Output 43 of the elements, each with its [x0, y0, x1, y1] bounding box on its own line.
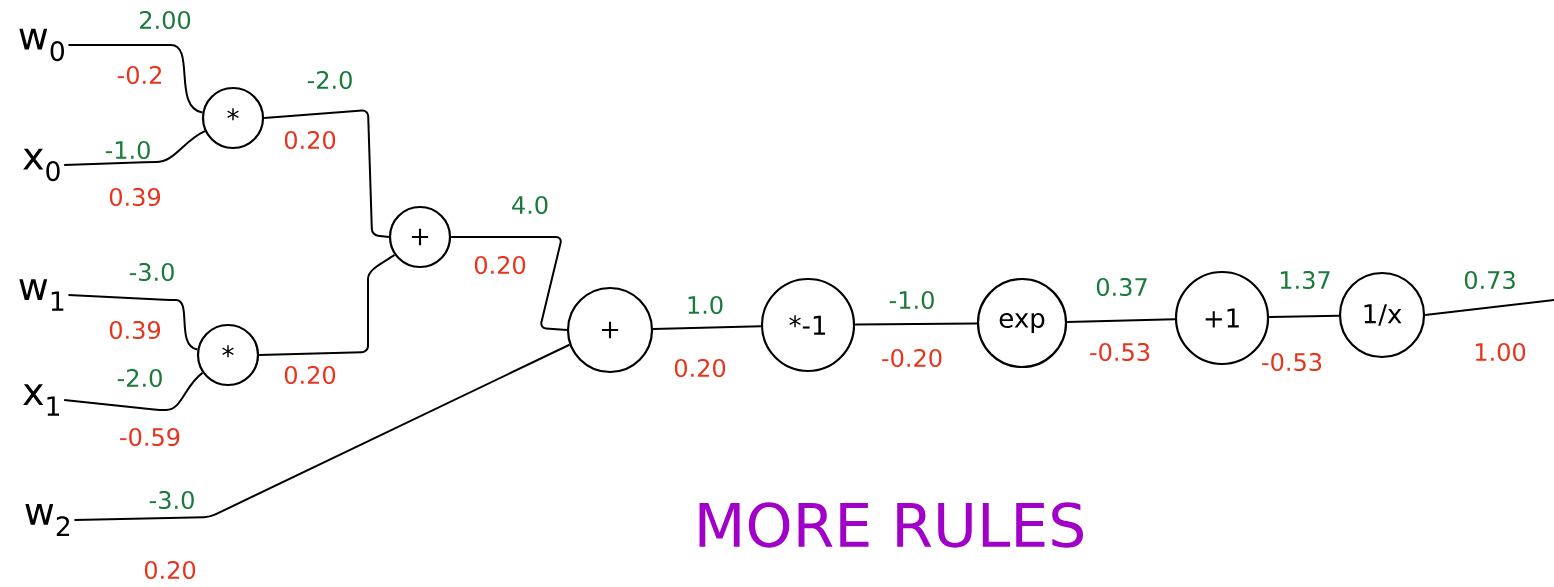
connector-line [67, 294, 199, 351]
value-label: 0.73 [1464, 270, 1515, 290]
gradient-label: -0.53 [1090, 342, 1150, 362]
gradient-label: 0.20 [284, 130, 336, 150]
value-label: -3.0 [149, 490, 194, 510]
value-label: 1.0 [688, 295, 723, 315]
connector-line [450, 236, 568, 331]
gradient-label: 0.39 [109, 320, 161, 340]
input-label: w$_{2}$ [25, 504, 70, 536]
connector-line [63, 130, 206, 166]
connector-line [1066, 318, 1176, 323]
gradient-label: 0.39 [109, 187, 161, 207]
connector-line [652, 325, 762, 330]
value-label: -2.0 [117, 368, 162, 388]
note-text: MORE RULES [699, 502, 1083, 548]
value-label: -2.0 [307, 70, 352, 90]
gradient-label: 1.00 [1475, 342, 1526, 362]
gradient-label: 0.20 [474, 255, 526, 275]
value-label: -1.0 [105, 140, 150, 160]
gradient-label: 0.20 [144, 560, 196, 580]
connector-line [854, 322, 978, 326]
gradient-label: -0.2 [117, 65, 161, 85]
value-label: 4.0 [512, 195, 548, 215]
connector-line [67, 44, 204, 114]
gradient-label: -0.20 [882, 348, 942, 368]
connector-line [258, 253, 396, 356]
connector-line [73, 343, 571, 521]
connector-line [263, 109, 390, 238]
value-label: -3.0 [129, 262, 174, 282]
connector-line [1424, 299, 1554, 316]
connector-line [1268, 314, 1340, 319]
value-label: -1.0 [889, 290, 934, 310]
gradient-label: 0.20 [674, 358, 726, 378]
input-label: x$_{0}$ [23, 148, 60, 182]
input-label: w$_{1}$ [19, 279, 64, 311]
connector-line [63, 371, 204, 411]
value-label: 0.37 [1096, 277, 1147, 297]
input-label: x$_{1}$ [23, 384, 59, 416]
value-label: 2.00 [140, 10, 191, 30]
gradient-label: 0.20 [284, 365, 336, 385]
input-label: w$_{0}$ [19, 28, 64, 62]
gradient-label: -0.59 [120, 427, 180, 447]
value-label: 1.37 [1280, 270, 1330, 290]
